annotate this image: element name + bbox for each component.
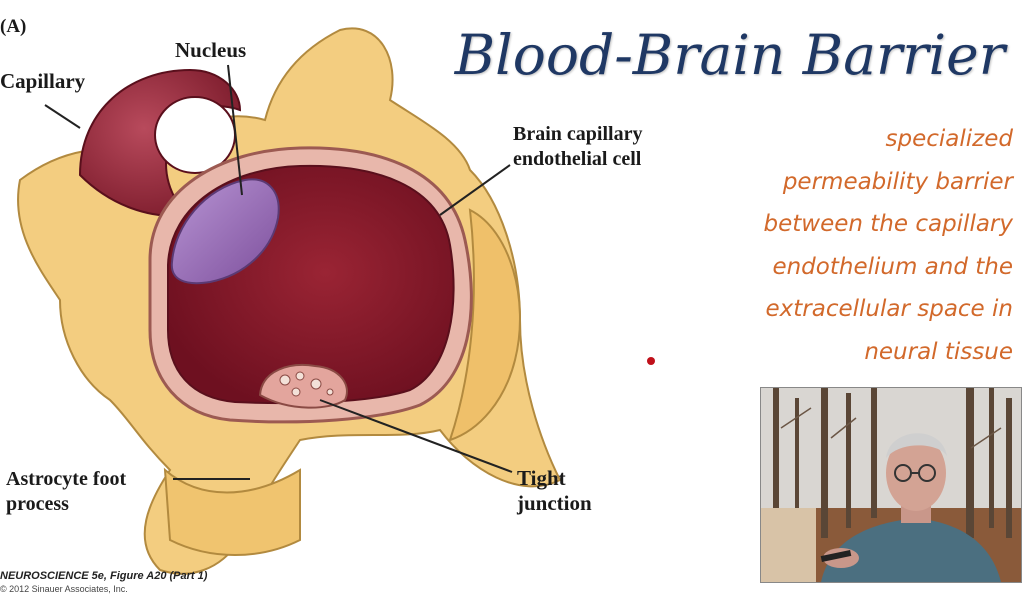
webcam-scene — [761, 388, 1021, 582]
bbb-illustration — [17, 27, 562, 575]
label-nucleus: Nucleus — [175, 38, 247, 62]
laser-pointer-dot — [647, 357, 655, 365]
label-tight-junction: Tight junction — [517, 466, 592, 515]
slide-body: specialized permeability barrier between… — [683, 118, 1014, 373]
astrocyte-foot-process — [163, 467, 301, 556]
astrocyte-endfoot-right — [448, 208, 521, 442]
nucleus-shape — [170, 178, 280, 285]
body-line: endothelium and the — [772, 253, 1013, 280]
slide-title: Blood-Brain Barrier — [454, 23, 1005, 87]
body-line: neural tissue — [864, 338, 1013, 365]
panel-letter: (A) — [0, 16, 27, 37]
presenter-webcam — [760, 387, 1022, 583]
label-astrocyte-foot-process: Astrocyte foot process — [6, 468, 127, 515]
capillary-vessel — [78, 68, 242, 217]
body-line: extracellular space in — [765, 296, 1014, 322]
body-line: specialized — [885, 126, 1013, 152]
tight-junction-shape — [258, 364, 348, 409]
figure-copyright: © 2012 Sinauer Associates, Inc. — [0, 584, 128, 594]
body-line: permeability barrier — [782, 168, 1013, 195]
body-line: between the capillary — [763, 211, 1014, 237]
figure-credit: NEUROSCIENCE 5e, Figure A20 (Part 1) — [0, 570, 208, 582]
label-capillary: Capillary — [0, 69, 86, 93]
leader-lines — [44, 64, 513, 480]
label-endothelial-cell: Brain capillary endothelial cell — [513, 123, 643, 170]
